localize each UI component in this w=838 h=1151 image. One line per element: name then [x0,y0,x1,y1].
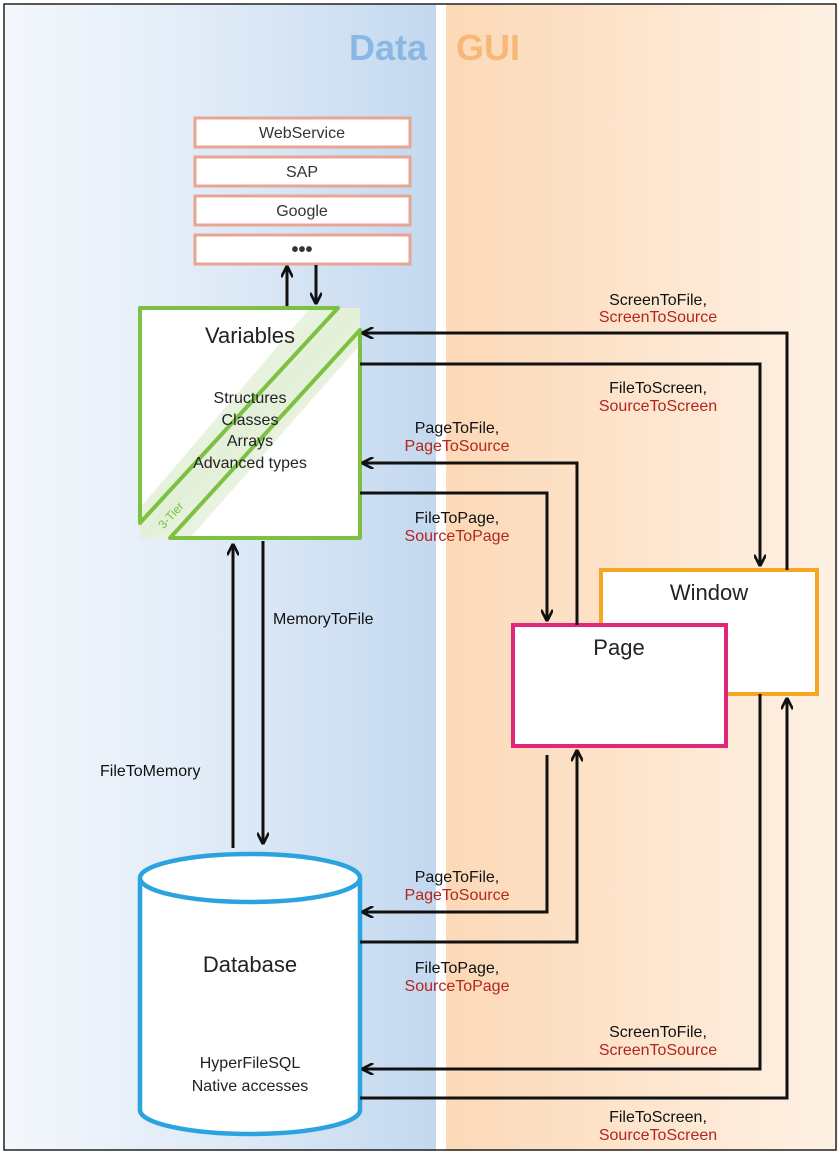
label-var-screen-to-source: ScreenToSource [599,309,717,326]
source-box-webservice [193,116,412,149]
label-var-source-to-screen: SourceToScreen [599,398,717,415]
label-var-source-to-page: SourceToPage [405,528,510,545]
label-db-source-to-screen: SourceToScreen [599,1127,717,1144]
label-db-screen-to-file: ScreenToFile, [609,1024,707,1041]
label-db-file-to-screen: FileToScreen, [609,1109,707,1126]
data-sources: WebService SAP Google ••• [193,116,412,266]
arrow-var-screen-to-file [364,333,789,570]
database-item-hyperfilesql: HyperFileSQL [200,1055,301,1072]
label-db-page-to-source: PageToSource [405,887,510,904]
arrow-db-page-to-file [364,755,549,912]
arrow-var-file-to-page [360,491,547,619]
variables-box: Variables Structures Classes Arrays Adva… [138,306,362,540]
label-memory-to-file: MemoryToFile [273,611,374,628]
arrow-var-page-to-file [364,463,579,625]
source-box-google [193,194,412,227]
variables-item-arrays: Arrays [227,433,273,450]
label-db-source-to-page: SourceToPage [405,978,510,995]
arrow-db-screen-to-file [364,694,762,1069]
page-box: Page [511,623,728,748]
page-title: Page [593,635,644,660]
source-more-label: ••• [291,239,312,261]
arrow-db-file-to-screen [360,700,787,1100]
label-db-screen-to-source: ScreenToSource [599,1042,717,1059]
label-var-file-to-page: FileToPage, [415,510,500,527]
label-file-to-memory: FileToMemory [100,763,200,780]
database-item-native-accesses: Native accesses [192,1078,309,1095]
window-title: Window [670,580,748,605]
label-db-file-to-page: FileToPage, [415,960,500,977]
label-db-page-to-file: PageToFile, [415,869,500,886]
database-cylinder: Database HyperFileSQL Native accesses [137,851,363,1137]
variables-tier-stripe [140,308,360,538]
data-column-title: Data [349,27,428,68]
variables-title: Variables [205,323,295,348]
source-box-more [193,233,412,266]
source-box-sap [193,155,412,188]
outer-frame [3,3,837,1151]
arrow-db-file-to-page [360,752,577,944]
label-var-page-to-source: PageToSource [405,438,510,455]
arrow-var-file-to-screen [360,362,760,564]
label-var-file-to-screen: FileToScreen, [609,380,707,397]
database-title: Database [203,952,297,977]
source-google-label: Google [276,203,328,220]
source-sap-label: SAP [286,164,318,181]
variables-item-classes: Classes [222,412,279,429]
label-var-screen-to-file: ScreenToFile, [609,292,707,309]
gui-column-title: GUI [456,27,520,68]
source-webservice-label: WebService [259,125,345,142]
variables-item-structures: Structures [214,390,287,407]
label-var-page-to-file: PageToFile, [415,420,500,437]
variables-item-advanced-types: Advanced types [193,455,307,472]
